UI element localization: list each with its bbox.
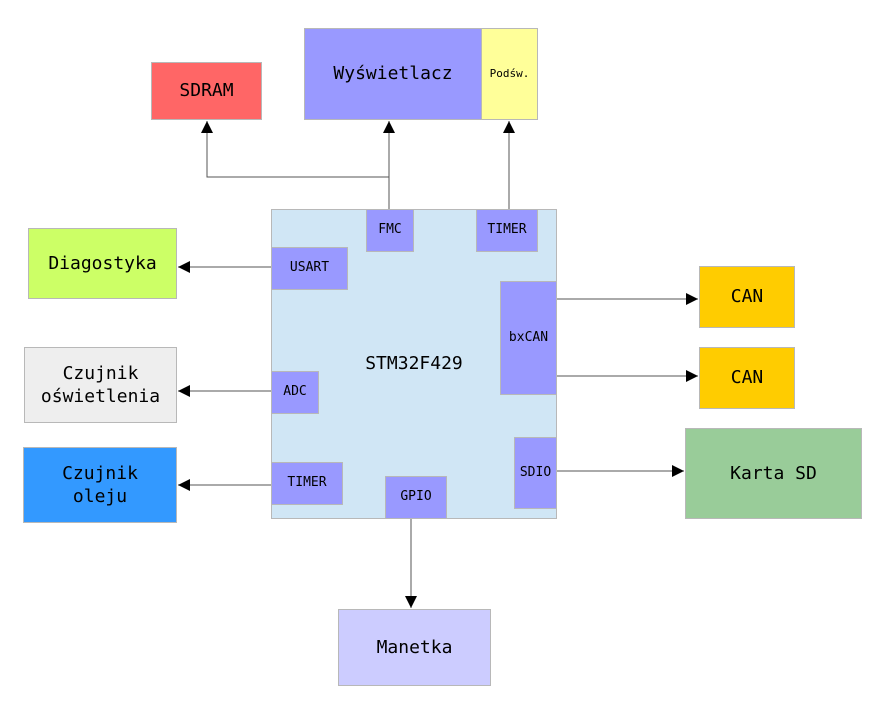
usart-peripheral: USART — [271, 247, 348, 290]
sdio-label: SDIO — [519, 464, 552, 480]
can2-block: CAN — [699, 347, 795, 409]
can2-label: CAN — [730, 367, 764, 389]
display-block: Wyświetlacz — [304, 28, 482, 120]
diagnostics-block: Diagostyka — [28, 228, 177, 299]
backlight-label: Podśw. — [489, 66, 530, 80]
diagnostics-label: Diagostyka — [48, 252, 157, 274]
adc-peripheral: ADC — [271, 371, 319, 414]
fmc-label: FMC — [378, 222, 402, 238]
timer-top-peripheral: TIMER — [476, 209, 538, 252]
can1-label: CAN — [730, 286, 764, 308]
light-sensor-label: Czujnik oświetlenia — [40, 362, 161, 407]
gpio-peripheral: GPIO — [385, 476, 447, 519]
oil-sensor-label: Czujnik oleju — [62, 462, 138, 507]
light-sensor-block: Czujnik oświetlenia — [24, 347, 177, 423]
display-label: Wyświetlacz — [333, 63, 453, 85]
fmc-peripheral: FMC — [366, 209, 414, 252]
mcu-label: STM32F429 — [365, 353, 463, 375]
can1-block: CAN — [699, 266, 795, 328]
fmc-to-sdram-line — [201, 121, 390, 209]
backlight-block: Podśw. — [481, 28, 538, 120]
sd-card-block: Karta SD — [685, 428, 862, 519]
joystick-block: Manetka — [338, 609, 491, 686]
timer-left-label: TIMER — [287, 475, 327, 491]
bxcan-label: bxCAN — [508, 329, 549, 345]
bxcan-peripheral: bxCAN — [500, 281, 557, 395]
adc-label: ADC — [283, 384, 307, 400]
joystick-label: Manetka — [376, 636, 453, 658]
oil-sensor-block: Czujnik oleju — [23, 447, 177, 523]
sd-card-label: Karta SD — [730, 462, 817, 484]
timer-left-peripheral: TIMER — [271, 462, 343, 505]
gpio-label: GPIO — [400, 489, 432, 505]
sdio-peripheral: SDIO — [514, 437, 557, 509]
timer-top-label: TIMER — [487, 222, 527, 238]
usart-label: USART — [289, 260, 330, 276]
sdram-block: SDRAM — [151, 62, 262, 120]
sdram-label: SDRAM — [179, 80, 234, 102]
